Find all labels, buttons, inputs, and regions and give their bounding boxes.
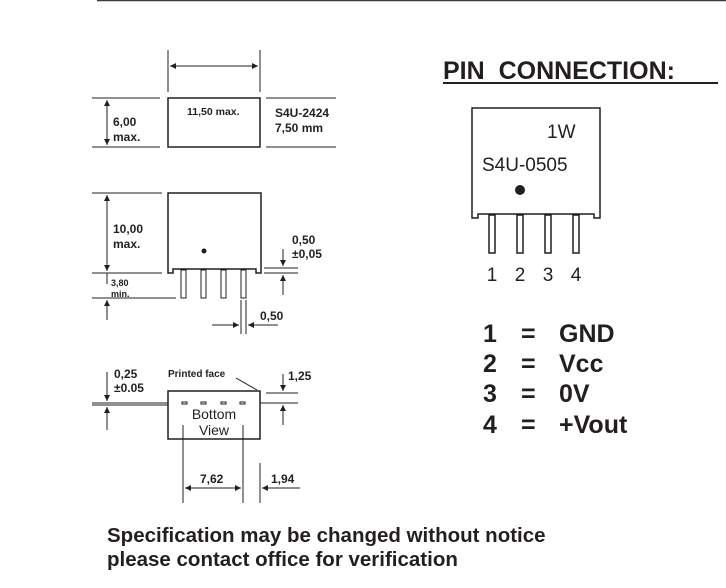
top-height-label-1: 6,00 <box>113 115 137 129</box>
pin-assign-eq: = <box>521 380 536 408</box>
module-pin1-dot <box>515 185 525 195</box>
pin-number-4: 4 <box>571 265 582 286</box>
standoff-label-2: ±0,05 <box>292 247 322 261</box>
module-pins <box>488 214 580 254</box>
side-height-label-1: 10,00 <box>113 222 143 236</box>
pin-length-label-1: 3,80 <box>111 278 129 288</box>
pitch-label: 7,62 <box>200 472 224 486</box>
top-width-label: 11,50 max. <box>187 106 240 118</box>
top-height-label-2: max. <box>113 130 140 144</box>
pin-number-1: 1 <box>487 265 498 286</box>
pin-assign-eq: = <box>521 320 536 348</box>
standoff-label-1: 0,50 <box>292 233 316 247</box>
pin-assign-eq: = <box>521 411 536 439</box>
pin-connection-section: PIN CONNECTION: 1W S4U-0505 1 2 3 4 1 = … <box>443 57 718 439</box>
variant-label-2: 7,50 mm <box>275 121 323 135</box>
side-view-body <box>167 192 262 274</box>
pin-number-2: 2 <box>515 265 526 286</box>
module-model-label: S4U-0505 <box>482 155 568 176</box>
thickness-label-2: ±0.05 <box>114 381 144 395</box>
pin-assign-name: GND <box>559 320 615 348</box>
module-body <box>471 107 601 219</box>
bottom-view-diagram: 0,25 ±0.05 Printed face 1,25 Bottom View… <box>92 367 312 503</box>
pin-assign-num: 3 <box>483 380 497 408</box>
pin-assign-name: +Vout <box>559 411 628 439</box>
pin-assign-num: 1 <box>483 320 497 348</box>
pin-assign-eq: = <box>521 350 536 378</box>
top-view-body <box>167 97 261 148</box>
footer-notice: Specification may be changed without not… <box>107 524 546 572</box>
edge-offset-label: 1,94 <box>271 472 295 486</box>
pin-connection-title: PIN CONNECTION: <box>443 57 675 85</box>
pin-length-label-2: min. <box>111 289 130 299</box>
pin-assign-num: 2 <box>483 350 497 378</box>
pin-assign-name: 0V <box>559 380 590 408</box>
side-view-pins <box>180 269 247 299</box>
top-view-diagram: 11,50 max. 6,00 max. S4U-2424 7,50 mm <box>92 50 336 148</box>
footer-line-2: please contact office for verification <box>107 548 458 571</box>
bottom-view-label-2: View <box>199 422 230 438</box>
variant-label-1: S4U-2424 <box>275 106 329 120</box>
pin-number-3: 3 <box>543 265 554 286</box>
pin1-marker-dot <box>201 248 207 254</box>
thickness-label-1: 0,25 <box>114 367 138 381</box>
pin-width-label: 0,50 <box>260 309 284 323</box>
module-power-label: 1W <box>547 122 576 143</box>
pin-assign-num: 4 <box>483 411 497 439</box>
pin-assignment-list: 1 = GND 2 = Vcc 3 = 0V 4 = +Vout <box>483 320 628 439</box>
bottom-view-label-1: Bottom <box>192 406 236 422</box>
side-height-label-2: max. <box>113 237 140 251</box>
side-view-diagram: 10,00 max. 3,80 min. 0,50 ±0,05 0,50 <box>92 192 322 334</box>
printed-face-label: Printed face <box>168 369 226 380</box>
pin-pads <box>181 401 246 405</box>
footer-line-1: Specification may be changed without not… <box>107 524 546 547</box>
pin-assign-name: Vcc <box>559 350 604 378</box>
offset-label: 1,25 <box>288 369 312 383</box>
